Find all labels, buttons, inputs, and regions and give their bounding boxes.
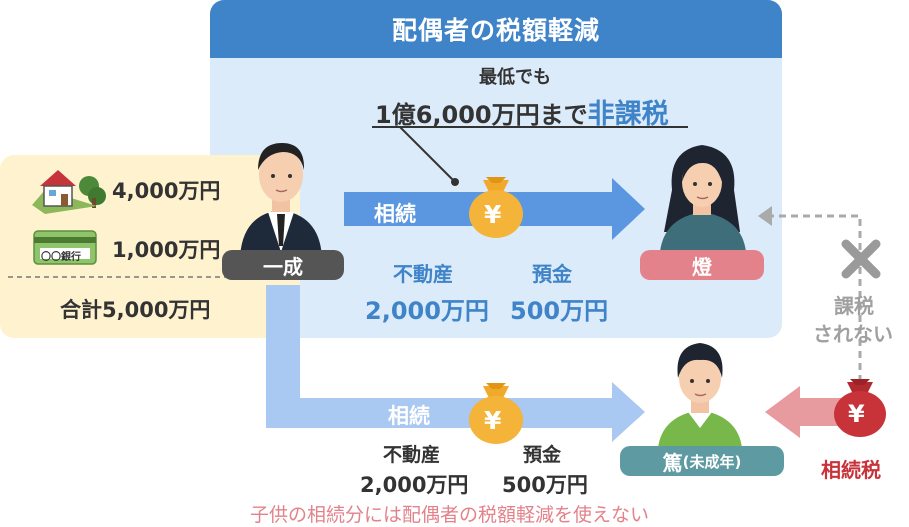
yen-money-bag-icon: [469, 383, 523, 444]
cross-icon: [841, 239, 881, 279]
exemption-line2: 1億6,000万円まで非課税: [375, 92, 669, 131]
child-name-suffix: (未成年): [682, 452, 742, 471]
child-real-estate-value: 2,000万円: [360, 473, 469, 497]
child-name: 篤: [662, 450, 683, 475]
child-name-label: 篤(未成年): [620, 446, 784, 476]
spouse-deposit-value: 500万円: [510, 297, 609, 325]
yen-symbol: ¥: [484, 406, 502, 435]
yen-symbol: ¥: [848, 400, 865, 428]
spouse-name-label: 燈: [640, 250, 764, 280]
child-inheritance-arrow: [266, 285, 645, 442]
deceased-avatar: [240, 143, 322, 258]
spouse-real-estate-value: 2,000万円: [365, 297, 489, 325]
spouse-deposit-label: 預金: [532, 262, 572, 286]
bank-card-text: 〇〇銀行: [41, 252, 81, 263]
inheritance-tax-label: 相続税: [821, 458, 881, 482]
child-deposit-label: 預金: [523, 444, 562, 466]
estate-total: 合計5,000万円: [60, 298, 211, 322]
no-tax-line1: 課税: [834, 294, 874, 318]
estate-deposit: 1,000万円: [112, 238, 221, 262]
yen-symbol: ¥: [484, 200, 502, 229]
child-avatar: [658, 343, 742, 448]
estate-real-estate: 4,000万円: [112, 179, 221, 203]
tax-money-bag-icon: [834, 379, 886, 437]
exemption-amount: 1億6,000万円まで: [375, 101, 588, 129]
child-real-estate-label: 不動産: [383, 444, 441, 466]
child-arrow-label: 相続: [388, 404, 430, 428]
child-deposit-value: 500万円: [502, 473, 588, 497]
house-icon: [32, 170, 106, 214]
pointer-line: [399, 126, 456, 183]
exemption-line1: 最低でも: [479, 67, 551, 88]
tax-arrow: [765, 386, 842, 438]
exemption-emphasis: 非課税: [587, 99, 669, 130]
yen-money-bag-icon: [469, 177, 523, 238]
spouse-avatar: [660, 145, 746, 252]
bank-card-icon: [33, 230, 97, 265]
no-tax-line2: されない: [813, 322, 893, 346]
no-tax-arrowhead: [758, 206, 772, 226]
pointer-dot: [451, 178, 459, 186]
bottom-note: 子供の相続分には配偶者の税額軽減を使えない: [250, 504, 650, 526]
spouse-real-estate-label: 不動産: [393, 262, 453, 286]
spouse-arrow-label: 相続: [374, 202, 416, 226]
deceased-name-label: 一成: [222, 250, 344, 280]
panel-title: 配偶者の税額軽減: [210, 0, 782, 58]
